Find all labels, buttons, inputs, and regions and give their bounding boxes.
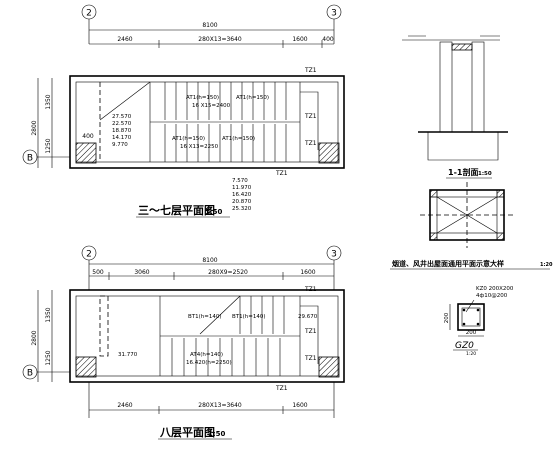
stair-label-upper-a: AT1(h=150) (186, 95, 219, 101)
stair-label-lower-b-8f: 16.420(h=2250) (186, 360, 232, 366)
svg-text:3: 3 (331, 250, 337, 260)
column-section (457, 303, 485, 331)
shaft-scale: 1:20 (540, 262, 553, 268)
axis-bubble-b-lower: B (22, 364, 38, 380)
svg-text:B: B (27, 154, 33, 164)
dim-bot1-lower: 2460 (117, 402, 132, 409)
column-spec1: KZ0 200X200 (476, 286, 514, 292)
level-left-8f: 31.770 (118, 352, 138, 358)
svg-text:27.570: 27.570 (112, 114, 132, 120)
axis-bubble-b-upper: B (22, 149, 38, 165)
svg-text:3: 3 (331, 9, 337, 19)
dim-top4-lower: 1600 (300, 269, 315, 276)
svg-text:400: 400 (82, 133, 94, 140)
level-list-left: 27.570 22.570 18.870 14.170 9.770 (112, 114, 132, 148)
svg-text:18.870: 18.870 (112, 128, 132, 134)
tz-label: TZ1 (275, 170, 288, 177)
stair-label-upper-b: AT1(h=150) (236, 95, 269, 101)
svg-text:25.320: 25.320 (232, 206, 252, 212)
dim-v3-upper: 1250 (45, 138, 52, 153)
svg-text:7.570: 7.570 (232, 178, 248, 184)
plan-scale-upper: 1:50 (205, 208, 223, 216)
dim-v3-lower: 1250 (45, 350, 52, 365)
column-hatch (318, 142, 340, 164)
dim-seg3-upper: 1600 (292, 36, 307, 43)
dim-v1-lower: 1350 (45, 307, 52, 322)
section-scale: 1:50 (478, 171, 492, 177)
stair-run-lower-lower-plan (171, 338, 281, 376)
tz-label: TZ1 (275, 385, 288, 392)
dim-top2-lower: 3060 (134, 269, 149, 276)
dim-v2-upper: 2800 (31, 120, 38, 135)
svg-text:16.420: 16.420 (232, 192, 252, 198)
dim-seg2-upper: 280X13=3640 (198, 36, 242, 43)
stair-run-upper-lower-plan (239, 296, 285, 334)
dim-top3-lower: 280X9=2520 (208, 269, 248, 276)
svg-text:22.570: 22.570 (112, 121, 132, 127)
stair-label-upper-b-8f: BT1(h=140) (232, 314, 266, 320)
tz-label: TZ1 (304, 328, 317, 335)
svg-text:B: B (27, 369, 33, 379)
dim-total-upper: 8100 (202, 22, 217, 29)
stair-label-upper-c-8f: 29.670 (298, 314, 318, 320)
svg-text:2: 2 (86, 250, 92, 260)
shaft-detail: 烟道、风井出屋面通用平面示意大样 1:20 (390, 182, 553, 270)
stair-label-lower-b: AT1(h=150) (222, 136, 255, 142)
column-hatch (318, 356, 340, 378)
column-scale: 1:20 (466, 351, 476, 357)
shaft-title: 烟道、风井出屋面通用平面示意大样 (392, 259, 504, 268)
dim-v2-lower: 2800 (31, 330, 38, 345)
lower-plan-outline (69, 289, 345, 383)
plan-title-upper: 三～七层平面图 (138, 203, 215, 217)
plan-title-lower: 八层平面图 (159, 426, 215, 439)
tz-label: TZ1 (304, 286, 317, 293)
upper-plan-outline (69, 75, 345, 169)
axis-bubble-3-upper: 3 (326, 4, 342, 20)
stair-label-upper-a-8f: BT1(h=140) (188, 314, 222, 320)
svg-text:11.970: 11.970 (232, 185, 252, 191)
dim-seg1-upper: 2460 (117, 36, 132, 43)
stair-label-lower-a: AT1(h=150) (172, 136, 205, 142)
stair-run-lower (164, 124, 287, 162)
dim-bot2-lower: 280X13=3640 (198, 402, 242, 409)
stair-label-lower-c: 16 X13=2250 (180, 144, 219, 150)
section-title: 1-1剖面 (448, 167, 478, 177)
tz-label: TZ1 (304, 355, 317, 362)
dim-total-lower: 8100 (202, 257, 217, 264)
dim-seg4-upper: 400 (322, 36, 334, 43)
column-dim-w: 200 (466, 330, 477, 336)
lower-plan: 2 3 8100 500 3060 280X9=2520 1600 2800 1… (22, 245, 345, 440)
column-hatch (75, 356, 97, 378)
dim-bot3-lower: 1600 (292, 402, 307, 409)
upper-plan: 2 3 8100 2460 280X13=3640 1600 400 2800 … (22, 4, 345, 218)
tz-label: TZ1 (304, 113, 317, 120)
axis-bubble-2-upper: 2 (81, 4, 97, 20)
level-list-below: 7.570 11.970 16.420 20.870 25.320 (232, 178, 252, 212)
stair-label-lower-a-8f: AT4(h=140) (190, 352, 223, 358)
dim-top1-lower: 500 (92, 269, 104, 276)
column-tag: GZ0 (455, 341, 474, 351)
axis-bubble-3-lower: 3 (326, 245, 342, 261)
svg-text:2: 2 (86, 9, 92, 19)
axis-bubble-2-lower: 2 (81, 245, 97, 261)
svg-text:9.770: 9.770 (112, 142, 128, 148)
svg-text:14.170: 14.170 (112, 135, 132, 141)
dim-v1-upper: 1350 (45, 94, 52, 109)
svg-text:20.870: 20.870 (232, 199, 252, 205)
section-detail: 1-1剖面 1:50 (402, 35, 508, 179)
tz-label: TZ1 (304, 67, 317, 74)
plan-scale-lower: 1:50 (208, 430, 226, 438)
stair-label-upper-c: 16 X15=2400 (192, 103, 231, 109)
column-spec2: 4ф10@200 (476, 293, 508, 299)
column-dim-h: 200 (444, 312, 450, 323)
column-detail: KZ0 200X200 4ф10@200 200 200 GZ0 1:20 (444, 286, 514, 357)
column-hatch (75, 142, 97, 164)
stair-run-upper (164, 82, 287, 120)
tz-label: TZ1 (304, 140, 317, 147)
